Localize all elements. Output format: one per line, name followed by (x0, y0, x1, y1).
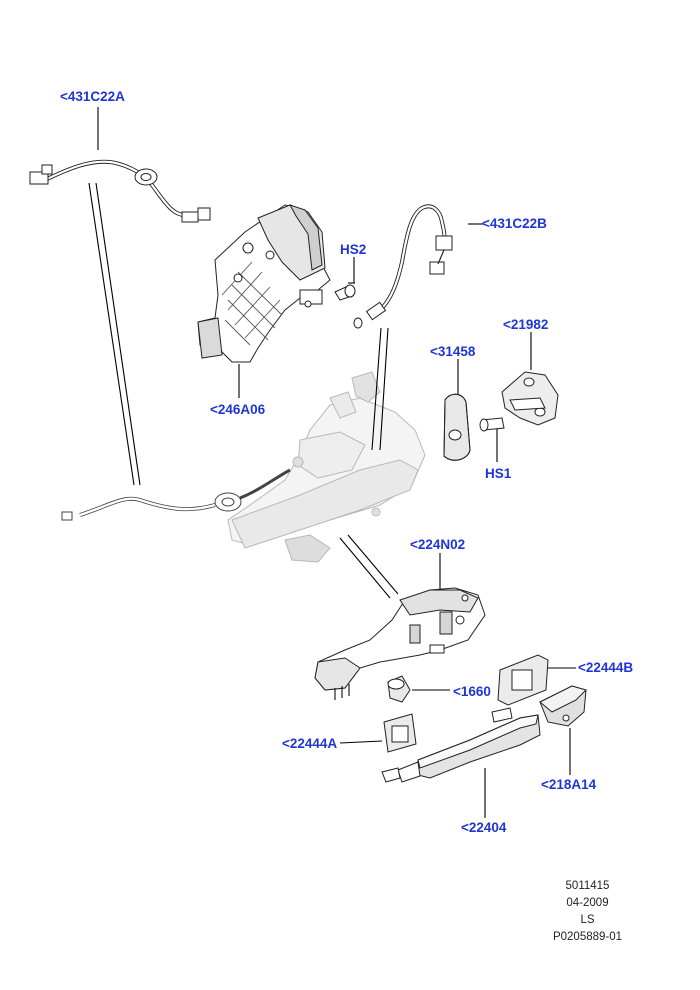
callout-22444b: <22444B (578, 660, 634, 675)
callout-hs1: HS1 (485, 466, 512, 481)
screw-hs2 (334, 284, 356, 301)
footer-line-1: 5011415 (565, 880, 610, 892)
gasket-22444b (497, 654, 549, 706)
footer-block: 5011415 04-2009 LS P0205889-01 (540, 878, 635, 946)
callout-246a06: <246A06 (210, 402, 266, 417)
cable-431c22b (353, 204, 453, 329)
callout-224n02: <224N02 (410, 537, 466, 552)
callout-1660: <1660 (453, 684, 491, 699)
cable-431c22a (29, 159, 211, 223)
footer-line-3: LS (580, 914, 595, 926)
outer-handle-22404 (381, 707, 541, 783)
callout-431c22a: <431C22A (60, 89, 125, 104)
callout-22444a: <22444A (282, 736, 338, 751)
callout-21982: <21982 (503, 317, 549, 332)
footer-line-4: P0205889-01 (552, 931, 623, 943)
leader-lines (88, 107, 576, 818)
seal-1660 (387, 675, 411, 703)
handle-bracket-224n02 (314, 587, 486, 700)
screw-hs1 (479, 417, 505, 432)
bracket-21982 (501, 371, 559, 426)
cover-31458 (443, 393, 471, 461)
callout-218a14: <218A14 (541, 777, 597, 792)
callout-431c22b: <431C22B (482, 216, 547, 231)
callout-22404: <22404 (461, 820, 507, 835)
cable-431c22a-lower (61, 468, 291, 521)
ghost-handle-assembly (227, 371, 426, 563)
callout-hs2: HS2 (340, 242, 367, 257)
end-cap-218a14 (539, 685, 587, 727)
footer-line-2: 04-2009 (566, 897, 609, 909)
gasket-22444a (383, 713, 417, 753)
door-latch-246a06 (197, 204, 331, 363)
callout-31458: <31458 (430, 344, 476, 359)
